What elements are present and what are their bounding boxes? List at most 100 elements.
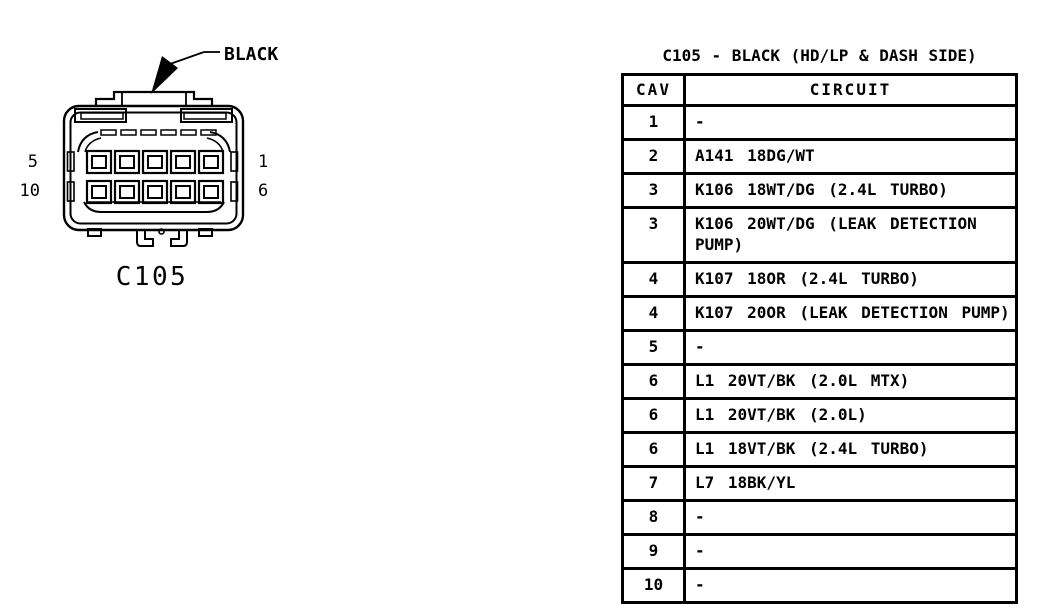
key-hook-left: [136, 229, 154, 247]
pin-cavity: [141, 179, 169, 205]
circuit-cell: L1 20VT/BK (2.0L MTX): [683, 363, 1018, 400]
circuit-cell: -: [683, 567, 1018, 604]
pin-cavity-inner: [203, 185, 219, 199]
pin-cavity: [197, 179, 225, 205]
pin-cavity-inner: [91, 155, 107, 169]
pin-cavity: [113, 149, 141, 175]
slat: [180, 129, 197, 136]
circuit-column-header: CIRCUIT: [683, 73, 1018, 107]
side-slot: [230, 181, 239, 202]
table-row: 6 L1 20VT/BK (2.0L MTX): [621, 363, 1018, 400]
bottom-tab: [198, 228, 213, 237]
connector-outer-shell: [62, 104, 245, 232]
circuit-cell: L1 18VT/BK (2.4L TURBO): [683, 431, 1018, 468]
pin-cavity-inner: [119, 185, 135, 199]
circuit-cell: K107 20OR (LEAK DETECTION PUMP): [683, 295, 1018, 332]
circuit-cell: A141 18DG/WT: [683, 138, 1018, 175]
latch-shoulder-right: [180, 108, 233, 123]
circuit-cell: L1 20VT/BK (2.0L): [683, 397, 1018, 434]
pin-cavity-inner: [147, 155, 163, 169]
cav-cell: 9: [621, 533, 686, 570]
table-row: 3 K106 18WT/DG (2.4L TURBO): [621, 172, 1018, 209]
pin-label-bottom-right: 6: [258, 181, 268, 201]
side-slot: [66, 151, 75, 172]
cav-cell: 6: [621, 397, 686, 434]
pinout-table-panel: C105 - BLACK (HD/LP & DASH SIDE) CAV CIR…: [621, 46, 1018, 604]
circuit-cell: -: [683, 533, 1018, 570]
pin-cavity-inner: [91, 185, 107, 199]
table-body: 1 - 2 A141 18DG/WT 3 K106 18WT/DG (2.4L …: [621, 104, 1018, 604]
slat: [160, 129, 177, 136]
circuit-cell: K106 20WT/DG (LEAK DETECTION PUMP): [683, 206, 1018, 264]
cav-cell: 6: [621, 363, 686, 400]
table-row: 10 -: [621, 567, 1018, 604]
cav-cell: 7: [621, 465, 686, 502]
pin-cavity-inner: [119, 155, 135, 169]
pin-cavity: [197, 149, 225, 175]
pin-cavity-inner: [147, 185, 163, 199]
pin-row-top: [85, 149, 225, 175]
slat: [120, 129, 137, 136]
pin-label-top-right: 1: [258, 152, 268, 172]
connector-inner-shell: [69, 111, 238, 225]
cav-cell: 2: [621, 138, 686, 175]
table-row: 5 -: [621, 329, 1018, 366]
pin-cavity-inner: [203, 155, 219, 169]
cav-column-header: CAV: [621, 73, 686, 107]
pin-label-bottom-left: 10: [20, 181, 40, 201]
cav-cell: 3: [621, 206, 686, 264]
cav-cell: 6: [621, 431, 686, 468]
pin-cavity: [141, 149, 169, 175]
connector-diagram: BLACK: [20, 44, 279, 292]
pin-cavity: [85, 149, 113, 175]
cav-cell: 4: [621, 295, 686, 332]
latch-shoulder-left: [74, 108, 127, 123]
pin-row-bottom: [85, 179, 225, 205]
slat: [200, 129, 217, 136]
slat-arc-right: [209, 131, 231, 153]
table-row: 8 -: [621, 499, 1018, 536]
table-title: C105 - BLACK (HD/LP & DASH SIDE): [662, 46, 977, 65]
arrowhead-icon: [151, 56, 178, 94]
cav-cell: 3: [621, 172, 686, 209]
latch-tab: [94, 90, 214, 106]
slat: [140, 129, 157, 136]
header-row: CAV CIRCUIT: [621, 73, 1018, 107]
key-hook-right: [170, 229, 188, 247]
latch-shoulder-left-inner: [80, 112, 124, 120]
table-row: 3 K106 20WT/DG (LEAK DETECTION PUMP): [621, 206, 1018, 264]
latch-shoulder-right-inner: [183, 112, 227, 120]
cav-cell: 4: [621, 261, 686, 298]
slat: [100, 129, 117, 136]
circuit-cell: -: [683, 499, 1018, 536]
pin-cavity: [169, 149, 197, 175]
pin-cavity: [113, 179, 141, 205]
side-slot: [66, 181, 75, 202]
table-row: 6 L1 20VT/BK (2.0L): [621, 397, 1018, 434]
cav-cell: 1: [621, 104, 686, 141]
bottom-slat: [83, 201, 225, 213]
pinout-table: CAV CIRCUIT 1 - 2 A141 18DG/WT 3 K106 18…: [621, 73, 1018, 604]
connector-body: [62, 90, 245, 247]
circuit-cell: -: [683, 104, 1018, 141]
cav-cell: 5: [621, 329, 686, 366]
cav-cell: 8: [621, 499, 686, 536]
table-row: 6 L1 18VT/BK (2.4L TURBO): [621, 431, 1018, 468]
connector-name-label: C105: [116, 262, 189, 292]
table-row: 9 -: [621, 533, 1018, 570]
cav-cell: 10: [621, 567, 686, 604]
key-notch: [158, 228, 165, 235]
pin-cavity: [85, 179, 113, 205]
leader-line-diagonal: [169, 51, 205, 65]
pin-cavity-inner: [175, 185, 191, 199]
table-row: 2 A141 18DG/WT: [621, 138, 1018, 175]
slat-arc-right-inner: [206, 137, 224, 153]
pin-cavity: [169, 179, 197, 205]
pin-label-top-left: 5: [28, 152, 38, 172]
table-row: 4 K107 20OR (LEAK DETECTION PUMP): [621, 295, 1018, 332]
bottom-tab: [87, 228, 102, 237]
slat-arc-left: [77, 131, 99, 153]
circuit-cell: K106 18WT/DG (2.4L TURBO): [683, 172, 1018, 209]
slat-arc-left-inner: [84, 137, 102, 153]
